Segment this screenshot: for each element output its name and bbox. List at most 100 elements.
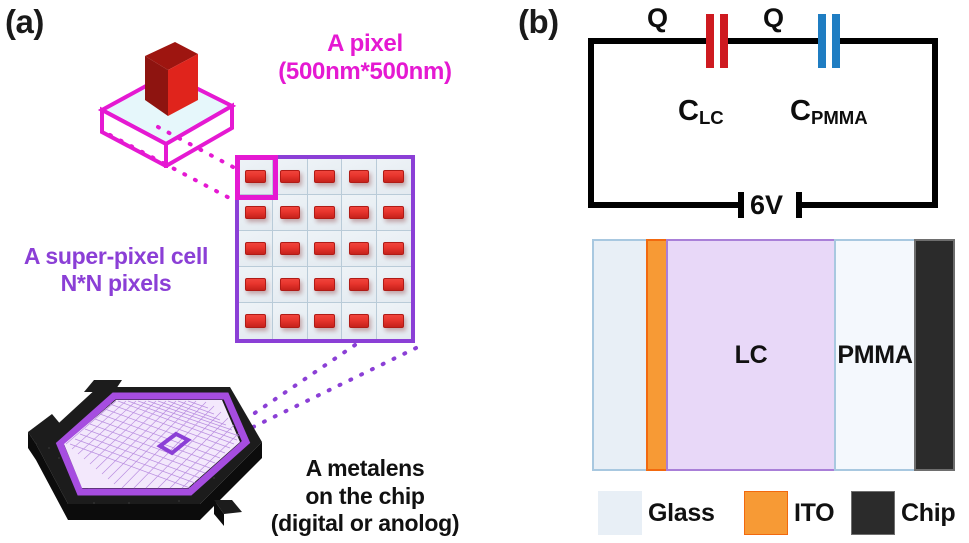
die-surface: [64, 400, 240, 488]
grid-cell: [239, 231, 274, 267]
slab-top-face: [97, 71, 237, 147]
wire-top-left-segment: [588, 38, 706, 44]
chip-tab-right-thickness: [214, 500, 224, 526]
pillar-front-face: [168, 54, 198, 116]
chip-tab-top: [84, 380, 122, 392]
layer-glass-left: [592, 239, 648, 471]
capacitor-lc-label: CLC: [678, 95, 724, 129]
nanostructure: [348, 241, 370, 256]
grid-cell: [239, 303, 274, 339]
layer-lc-label: LC: [734, 340, 768, 369]
grid-cell: [307, 231, 343, 267]
capacitor-lc-plate-left: [706, 14, 714, 68]
layer-pmma-label: PMMA: [837, 340, 913, 369]
capacitor-pmma-plate-left: [818, 14, 826, 68]
nanostructure: [314, 313, 335, 329]
chip-side-thickness: [36, 442, 262, 520]
legend-item-chip: Chip: [851, 491, 956, 535]
grid-cell: [376, 267, 411, 303]
slab-front-left-face: [100, 106, 168, 168]
layer-lc: LC: [666, 239, 836, 471]
grid-cell: [307, 159, 343, 195]
nanostructure: [245, 169, 267, 184]
grid-cell: [307, 303, 343, 339]
wire-top-middle-segment: [728, 38, 818, 44]
nanostructure: [383, 313, 405, 329]
legend-swatch-chip: [851, 491, 895, 535]
pixel-caption-line2: (500nm*500nm): [278, 57, 452, 85]
highlighted-pixel-outline: [235, 155, 278, 200]
grid-cell: [273, 303, 308, 339]
metalens-caption-line3: (digital or anolog): [270, 510, 460, 537]
superpixel-caption: A super-pixel cell N*N pixels: [0, 243, 232, 297]
layer-ito: [646, 239, 668, 471]
grid-cell: [376, 195, 411, 231]
nanostructure: [314, 169, 335, 184]
legend-item-ito: ITO: [744, 491, 835, 535]
grid-cell: [342, 267, 377, 303]
legend-label-chip: Chip: [901, 498, 956, 527]
metalens-caption-line2: on the chip: [305, 482, 425, 509]
nanostructure: [245, 313, 267, 329]
panel-b-label: (b): [518, 3, 559, 40]
capacitor-pmma-subscript: PMMA: [810, 107, 868, 129]
grid-cell: [342, 159, 377, 195]
nanostructure: [279, 169, 301, 184]
slab-front-right-face: [164, 102, 234, 168]
nanostructure: [279, 205, 301, 220]
capacitor-lc-symbol: C: [678, 95, 699, 127]
grid-cell: [342, 231, 377, 267]
nanostructure: [279, 313, 301, 329]
nanostructure: [279, 277, 301, 292]
charge-label-right: Q: [763, 3, 785, 33]
leader-line-slab-to-grid: [108, 133, 239, 204]
grid-cell: [376, 159, 411, 195]
capacitor-lc-plate-right: [720, 14, 728, 68]
capacitor-pmma-plate-right: [832, 14, 840, 68]
layer-pmma: PMMA: [834, 239, 916, 471]
nanostructure: [348, 277, 370, 292]
chip-tab-left-thickness: [28, 432, 36, 460]
capacitor-lc-subscript: LC: [698, 107, 724, 129]
capacitor-pmma-symbol: C: [790, 95, 811, 127]
wire-left-vertical: [588, 38, 594, 208]
layer-chip: [914, 239, 955, 471]
pixel-3d-illustration: [97, 42, 237, 168]
wire-top-right-segment: [840, 38, 938, 44]
pillar-top-face: [145, 42, 198, 70]
battery-plate-left: [738, 192, 744, 218]
nanostructure: [245, 241, 267, 256]
die-purple-frame: [55, 392, 251, 496]
panel-a-label: (a): [5, 3, 44, 40]
nanostructure: [383, 277, 405, 292]
grid-cell: [376, 231, 411, 267]
grid-cell: [342, 303, 377, 339]
nanostructure: [245, 205, 267, 220]
pixel-caption-line1: A pixel: [327, 30, 403, 57]
legend-label-glass: Glass: [648, 498, 715, 527]
metalens-chip-illustration: [28, 380, 262, 526]
battery-plate-right: [796, 192, 802, 218]
grid-cell: [342, 195, 377, 231]
legend-item-glass: Glass: [598, 491, 715, 535]
pillar-left-face: [145, 56, 168, 116]
grid-cell: [376, 303, 411, 339]
wire-right-vertical: [932, 38, 938, 208]
legend-label-ito: ITO: [794, 498, 835, 527]
voltage-label: 6V: [750, 190, 784, 220]
grid-cell: [273, 267, 308, 303]
die-metalens-grid: [65, 400, 240, 489]
grid-cell: [239, 267, 274, 303]
legend-swatch-glass: [598, 491, 642, 535]
nanostructure: [348, 313, 370, 329]
nanostructure: [279, 241, 301, 256]
superpixel-caption-line2: N*N pixels: [60, 270, 172, 297]
metalens-caption: A metalens on the chip (digital or anolo…: [245, 455, 485, 538]
superpixel-marker-on-die: [156, 431, 192, 456]
nanostructure: [348, 205, 370, 220]
wire-bottom-right-segment: [800, 202, 938, 208]
wire-bottom-left-segment: [588, 202, 740, 208]
super-pixel-grid: [235, 155, 415, 343]
grid-cell: [307, 195, 343, 231]
